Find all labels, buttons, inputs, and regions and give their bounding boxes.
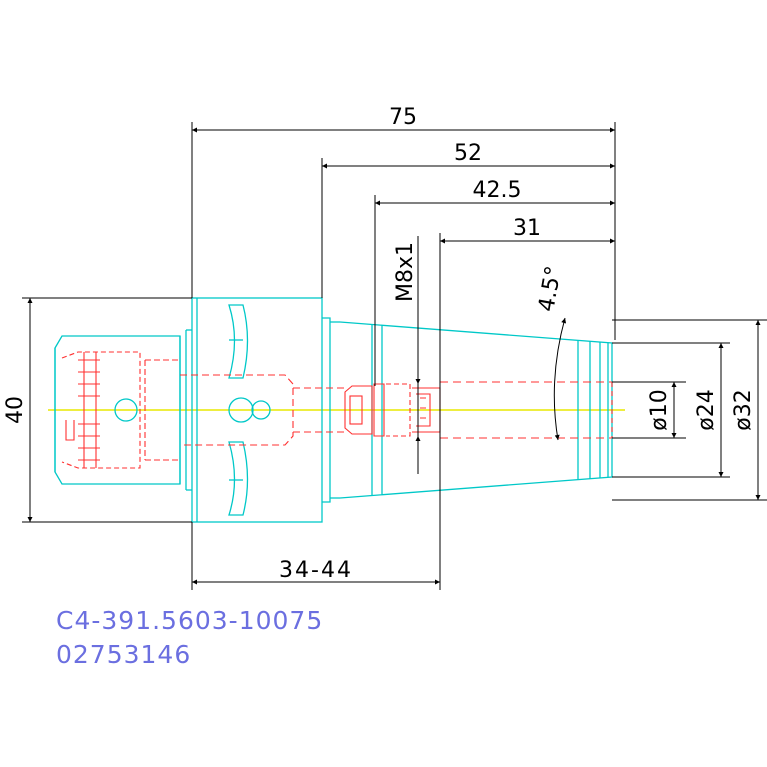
- angle-label: 4.5°: [534, 264, 567, 314]
- dim-34-44-label: 34-44: [279, 558, 353, 583]
- dim-d32-label: ø32: [731, 389, 756, 430]
- dim-d10-label: ø10: [647, 389, 672, 430]
- angle-arc: [553, 317, 567, 441]
- internal-details: [61, 351, 613, 469]
- part-number: 02753146: [56, 640, 192, 669]
- dim-d24-label: ø24: [694, 389, 719, 430]
- thread-label: M8x1: [393, 242, 418, 302]
- dim-42-5-label: 42.5: [473, 178, 522, 203]
- dim-75-label: 75: [389, 105, 417, 130]
- dimension-lines: [22, 122, 767, 590]
- part-code: C4-391.5603-10075: [56, 606, 324, 635]
- dim-31-label: 31: [513, 216, 541, 241]
- dim-40-label: 40: [3, 396, 28, 424]
- dim-52-label: 52: [454, 141, 482, 166]
- tool-outline: [54, 297, 613, 523]
